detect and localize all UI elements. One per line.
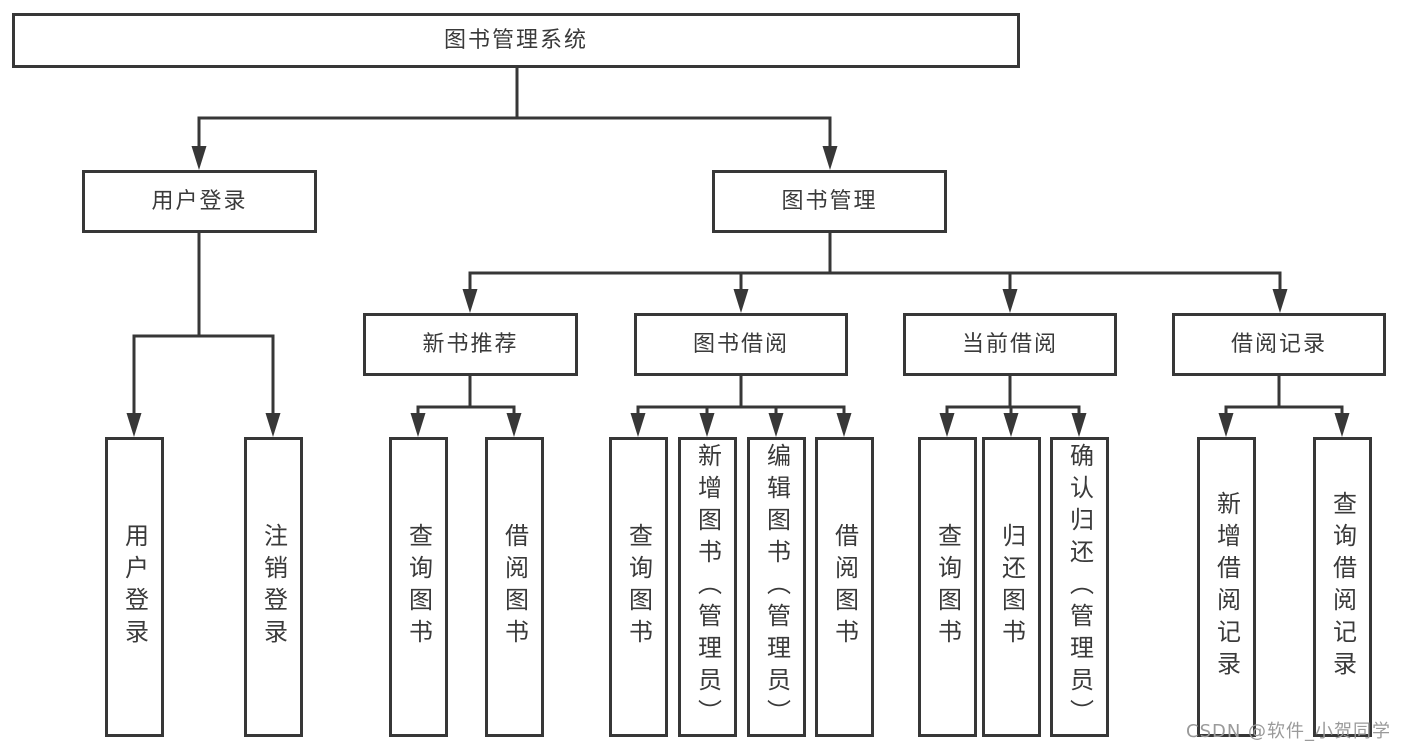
leaf-borrow-books-borrowing: 借阅图书 [815,437,874,737]
leaf-query-borrow-record-label: 查询借阅记录 [1328,491,1357,683]
leaf-edit-book-admin-label: 编辑图书（管理员） [762,443,791,731]
csdn-watermark: CSDN @软件_小贺同学 [1186,721,1392,742]
leaf-add-book-admin-label: 新增图书（管理员） [693,443,722,731]
leaf-query-books-recommend-label: 查询图书 [404,523,433,651]
node-book-borrowing: 图书借阅 [634,313,848,376]
leaf-add-borrow-record: 新增借阅记录 [1197,437,1256,737]
node-user-login: 用户登录 [82,170,317,233]
leaf-query-books-current-label: 查询图书 [933,523,962,651]
leaf-edit-book-admin: 编辑图书（管理员） [747,437,806,737]
leaf-borrow-books-recommend-label: 借阅图书 [500,523,529,651]
leaf-return-books-label: 归还图书 [997,523,1026,651]
leaf-add-borrow-record-label: 新增借阅记录 [1212,491,1241,683]
leaf-logout-login-label: 注销登录 [259,523,288,651]
node-book-management: 图书管理 [712,170,947,233]
leaf-add-book-admin: 新增图书（管理员） [678,437,737,737]
leaf-return-books: 归还图书 [982,437,1041,737]
leaf-borrow-books-recommend: 借阅图书 [485,437,544,737]
leaf-query-books-current: 查询图书 [918,437,977,737]
node-current-borrowing: 当前借阅 [903,313,1117,376]
leaf-query-books-borrowing: 查询图书 [609,437,668,737]
leaf-borrow-books-borrowing-label: 借阅图书 [830,523,859,651]
leaf-user-login-label: 用户登录 [120,523,149,651]
leaf-logout-login: 注销登录 [244,437,303,737]
leaf-query-books-recommend: 查询图书 [389,437,448,737]
leaf-user-login: 用户登录 [105,437,164,737]
node-library-management-system: 图书管理系统 [12,13,1020,68]
node-new-book-recommend: 新书推荐 [363,313,578,376]
leaf-confirm-return-admin: 确认归还（管理员） [1050,437,1109,737]
leaf-confirm-return-admin-label: 确认归还（管理员） [1065,443,1094,731]
leaf-query-books-borrowing-label: 查询图书 [624,523,653,651]
leaf-query-borrow-record: 查询借阅记录 [1313,437,1372,737]
node-borrowing-records: 借阅记录 [1172,313,1386,376]
